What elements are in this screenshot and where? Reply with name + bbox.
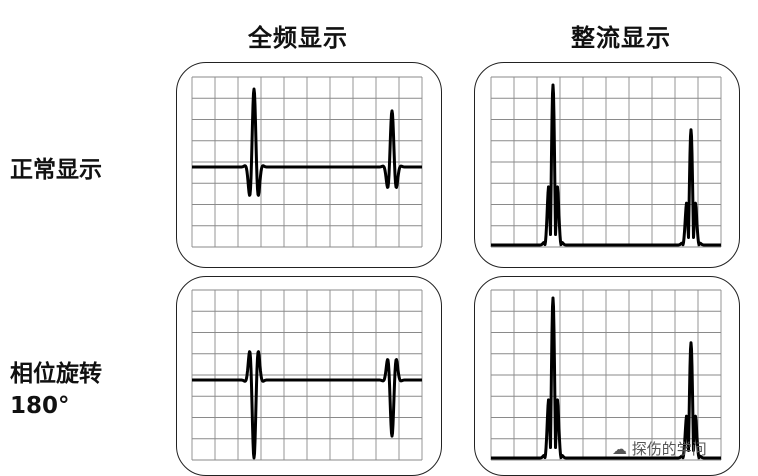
scope-rectified-rotated (490, 289, 722, 461)
row-label-phase-rotated-line2: 180° (10, 393, 70, 419)
row-label-phase-rotated-line1: 相位旋转 (10, 361, 102, 387)
scope-rectified-normal (490, 76, 722, 248)
screen-rectified-normal (474, 62, 740, 268)
row-label-normal: 正常显示 (10, 157, 102, 183)
scope-full-normal (191, 76, 423, 248)
watermark-text: ☁ 探伤的学问 (612, 440, 707, 458)
screen-rectified-rotated (474, 276, 740, 476)
row-label-phase-rotated: 相位旋转 180° (10, 358, 102, 422)
column-title-rectified: 整流显示 (571, 24, 671, 52)
waveform-trace (191, 87, 423, 197)
scope-grid (191, 76, 423, 248)
waveform-trace (490, 83, 722, 247)
waveform-trace (191, 350, 423, 460)
scope-grid (490, 76, 722, 248)
screen-full-normal (176, 62, 442, 268)
scope-full-rotated (191, 289, 423, 461)
column-title-full-frequency: 全频显示 (248, 24, 348, 52)
scope-grid (191, 289, 423, 461)
